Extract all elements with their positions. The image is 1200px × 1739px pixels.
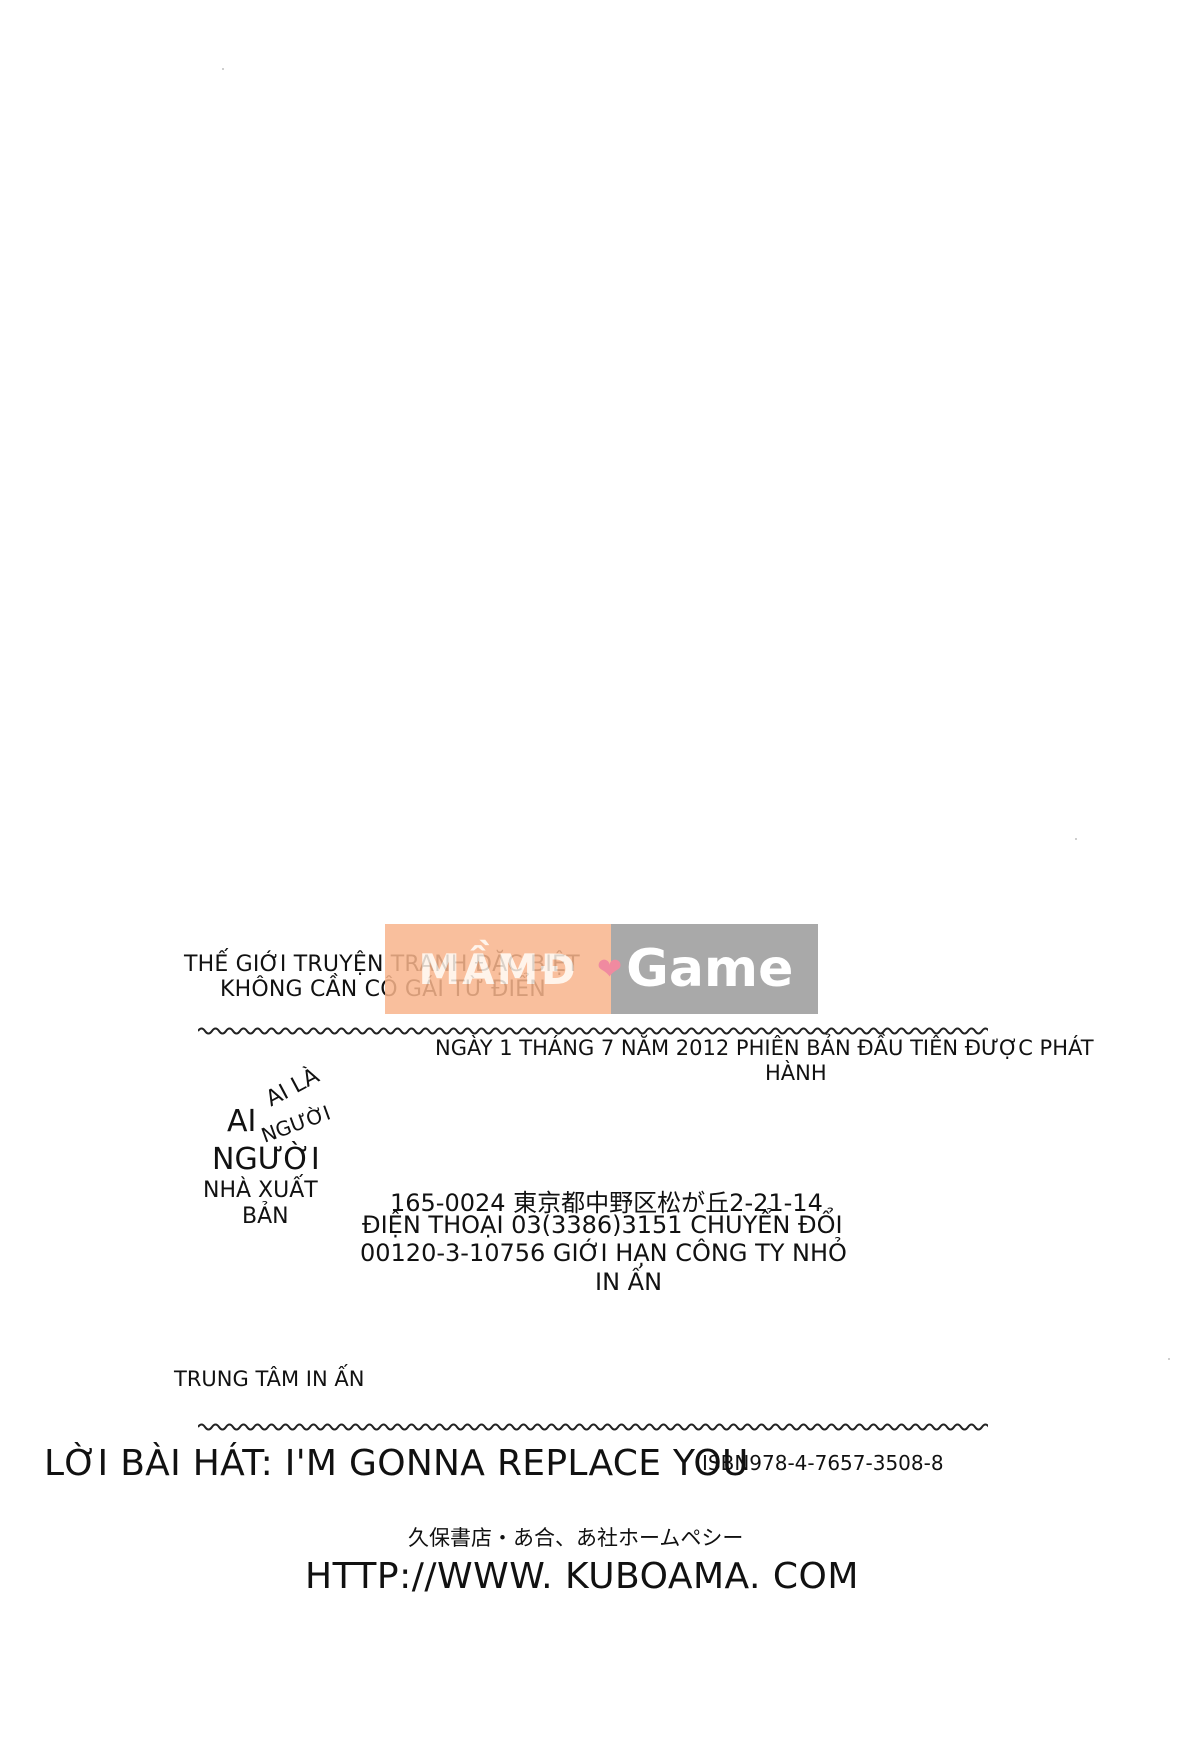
author-label-big-1: AI — [227, 1104, 257, 1139]
watermark-right-block: ❤ Game — [597, 924, 818, 1014]
homepage-url[interactable]: HTTP://WWW. KUBOAMA. COM — [305, 1556, 859, 1597]
heart-icon: ❤ — [597, 951, 623, 987]
address-line-3: 00120-3-10756 GIỚI HẠN CÔNG TY NHỎ — [360, 1239, 847, 1267]
isbn-number: ISBN978-4-7657-3508-8 — [702, 1451, 944, 1475]
author-label-big-2: NGƯỜI — [212, 1142, 320, 1177]
decorative-divider-top — [198, 1027, 988, 1035]
address-line-4: IN ẤN — [595, 1268, 663, 1296]
publisher-label-line-1: NHÀ XUẤT — [203, 1178, 318, 1203]
watermark-logo: MẦMĐ ❤ Game — [385, 924, 818, 1014]
decorative-divider-bottom — [198, 1423, 988, 1431]
page-speck — [1168, 1358, 1170, 1360]
homepage-label: 久保書店・あ合、あ社ホームペシー — [408, 1526, 744, 1550]
address-line-2: ĐIỆN THOẠI 03(3386)3151 CHUYỂN ĐỔI — [362, 1211, 843, 1239]
page-speck — [1075, 838, 1077, 840]
watermark-game-text: Game — [626, 939, 794, 999]
release-date-line-2: HÀNH — [765, 1061, 827, 1085]
lyrics-credit: LỜI BÀI HÁT: I'M GONNA REPLACE YOU — [44, 1443, 749, 1484]
author-label-small-2: NGƯỜI — [258, 1100, 334, 1148]
address-line-1: 165-0024 東京都中野区松が丘2-21-14 — [390, 1189, 823, 1217]
publisher-label-line-2: BẢN — [242, 1204, 289, 1229]
release-date-line-1: NGÀY 1 THÁNG 7 NĂM 2012 PHIÊN BẢN ĐẦU TI… — [435, 1036, 1094, 1060]
watermark-left-block: MẦMĐ — [385, 924, 611, 1014]
print-center-label: TRUNG TÂM IN ẤN — [174, 1367, 365, 1391]
page-speck — [222, 68, 224, 70]
